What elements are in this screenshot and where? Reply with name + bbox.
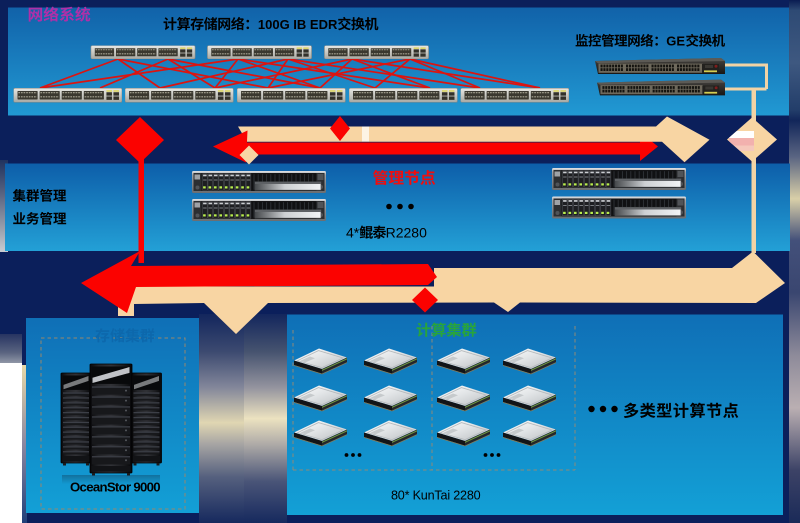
svg-text:OceanStor 9000: OceanStor 9000	[70, 480, 160, 495]
svg-text:GE: GE	[666, 34, 685, 49]
svg-text:4*: 4*	[346, 225, 360, 241]
svg-text:80* KunTai 2280: 80* KunTai 2280	[391, 489, 481, 503]
svg-text:R2280: R2280	[386, 225, 427, 241]
svg-text:100G IB EDR: 100G IB EDR	[258, 17, 338, 32]
